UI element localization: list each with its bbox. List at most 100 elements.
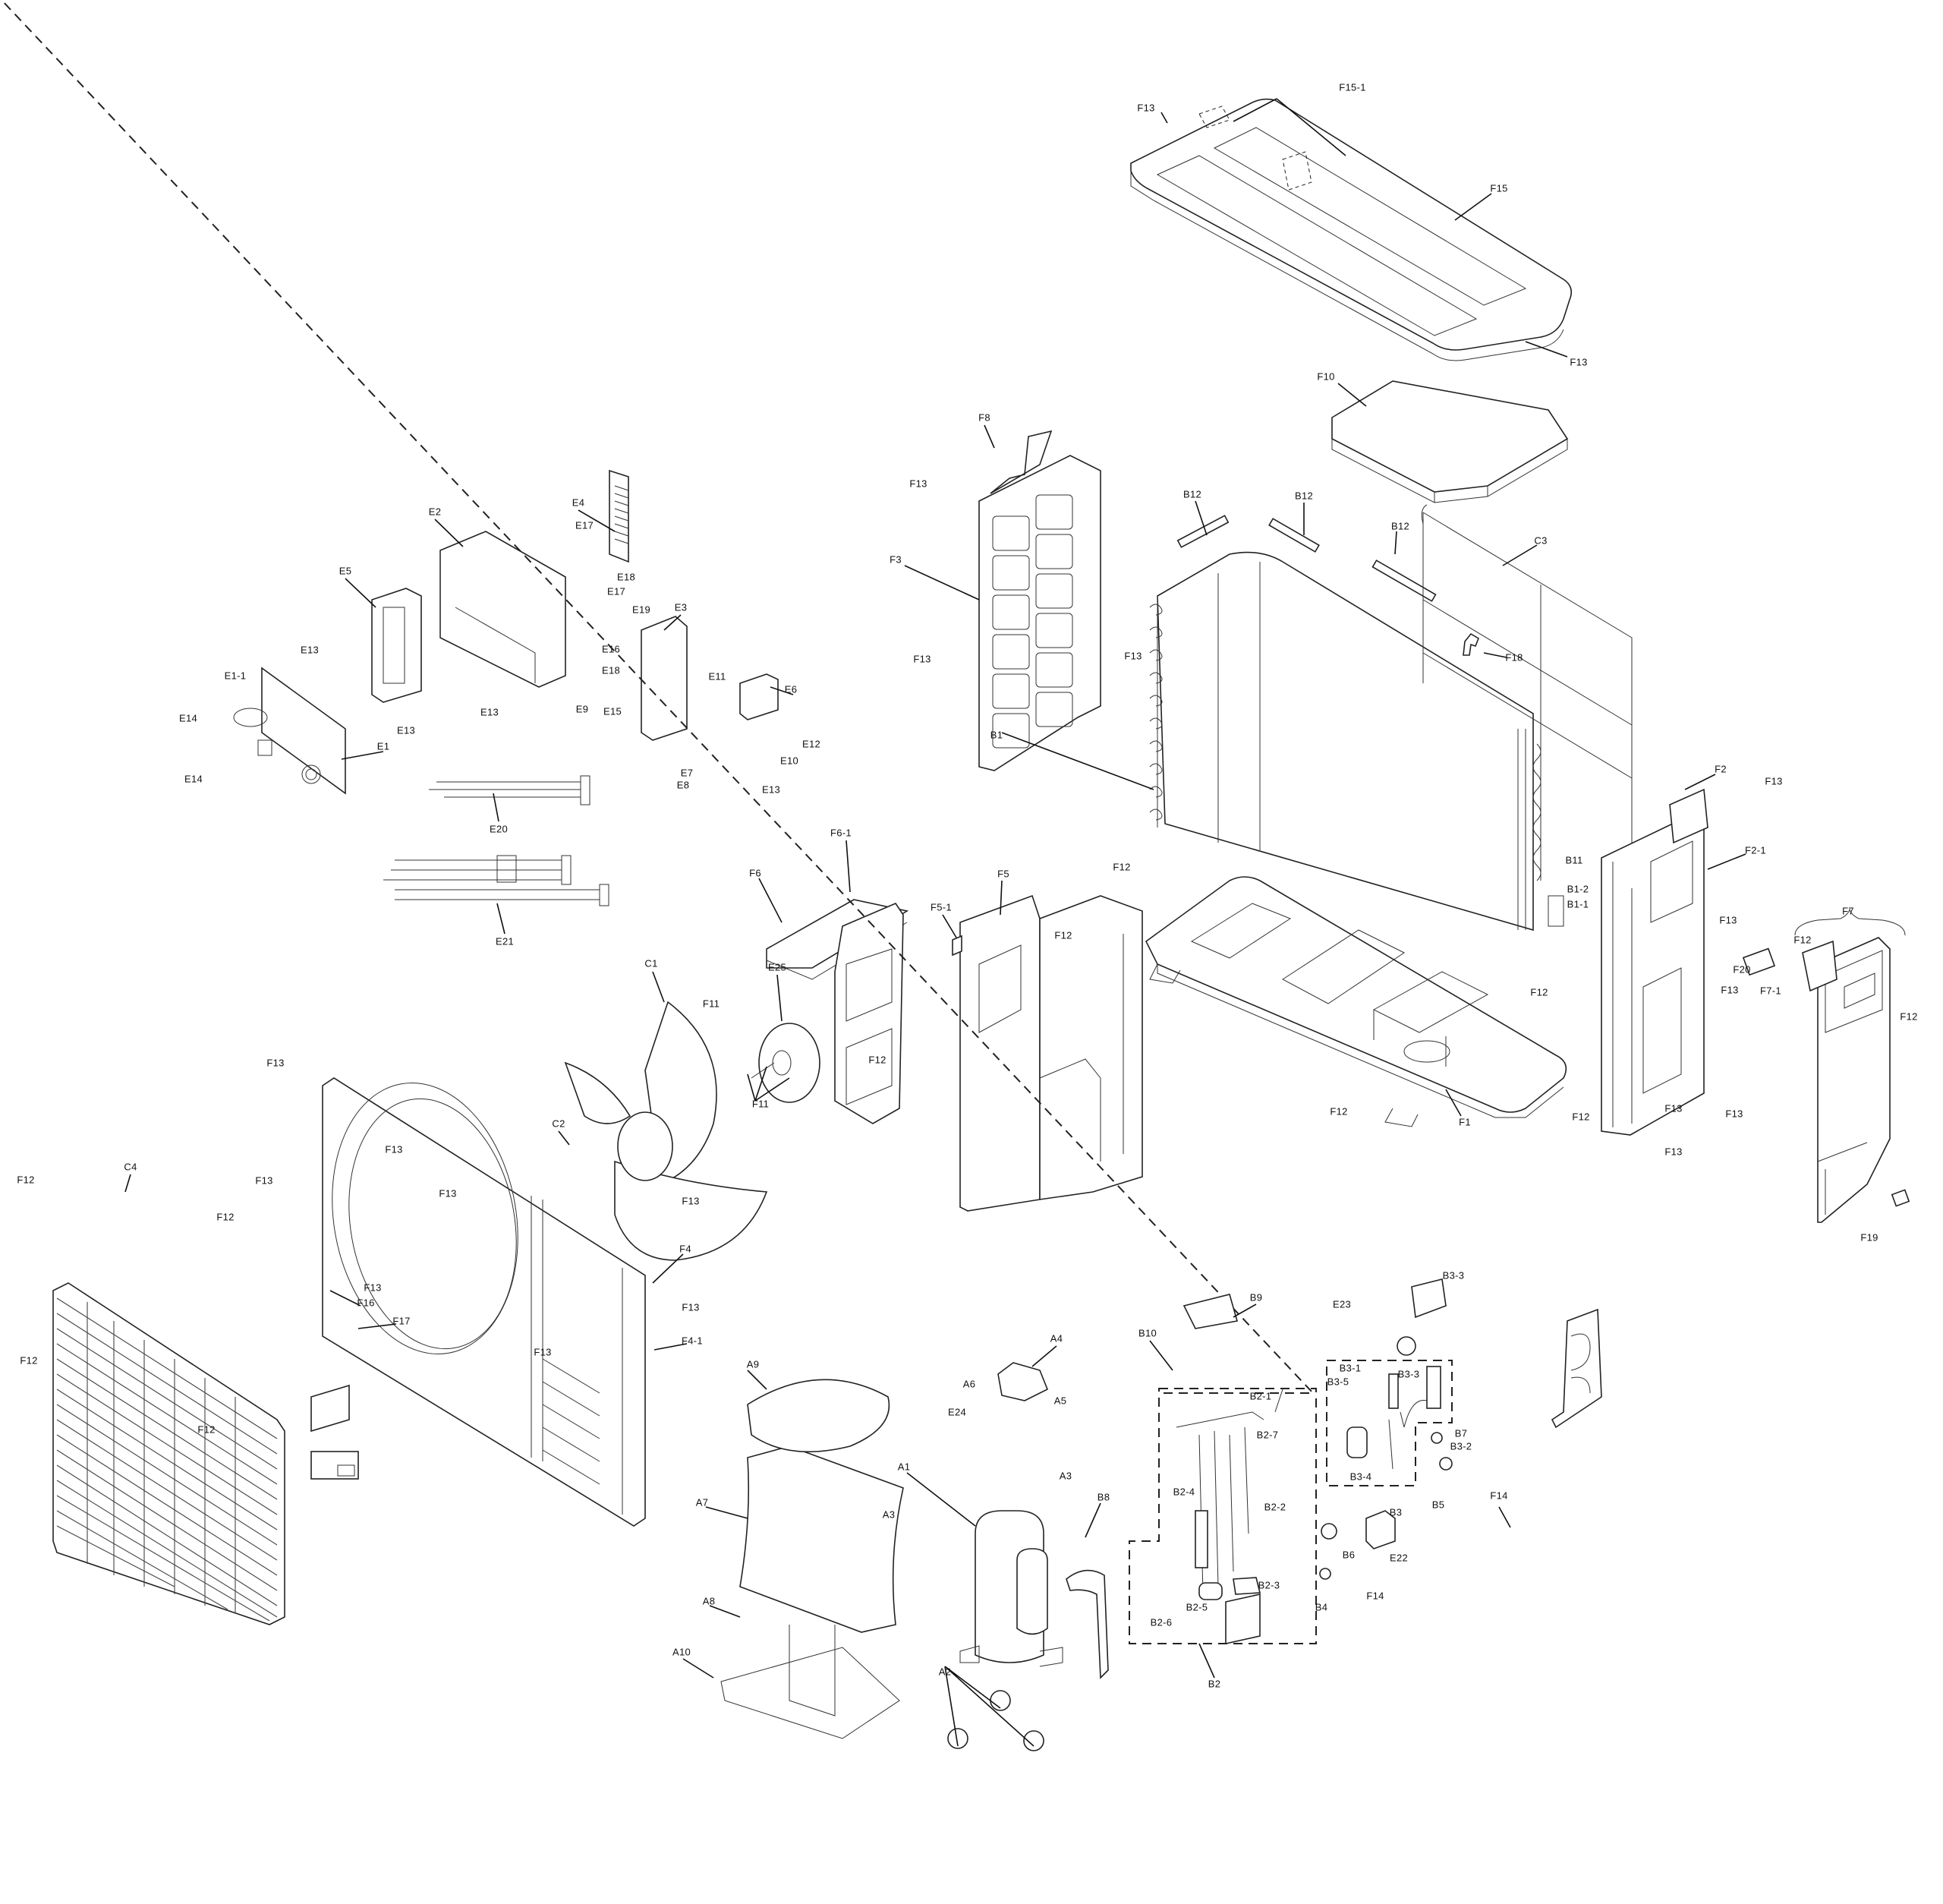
callout-label: F13 [1719, 914, 1737, 926]
nameplate-f17 [310, 1451, 359, 1480]
callout-label: F13 [364, 1281, 382, 1294]
callout-label: F5-1 [931, 901, 952, 913]
group-boundary-b2-outline [1129, 1388, 1317, 1644]
callout-label: E8 [676, 779, 690, 791]
callout-label: F12 [197, 1423, 216, 1436]
callout-label: B3-3 [1397, 1368, 1420, 1380]
callout-label: F13 [1664, 1146, 1683, 1158]
callout-label: E14 [178, 712, 198, 724]
callout-label: C3 [1534, 534, 1548, 547]
callout-label: F7-1 [1760, 985, 1781, 997]
callout-label: E6 [784, 683, 798, 695]
callout-label: A2 [938, 1666, 952, 1678]
callout-label: E17 [606, 585, 626, 597]
callout-label: B7 [1454, 1427, 1468, 1439]
electrical-box-e2 [439, 531, 566, 688]
side-plate-f2 [1601, 788, 1708, 1136]
callout-label: B2-7 [1256, 1429, 1279, 1441]
callout-label: E19 [631, 604, 651, 616]
callout-label: B12 [1294, 490, 1314, 502]
callout-label: F13 [439, 1187, 457, 1199]
callout-label: E10 [779, 755, 799, 767]
callout-label: F13 [682, 1301, 700, 1313]
callout-label: B1-2 [1567, 883, 1589, 895]
callout-label: B3-5 [1327, 1376, 1349, 1388]
piping-b3-1 [1346, 1366, 1441, 1470]
callout-label: B3 [1389, 1506, 1403, 1518]
callout-label: E4 [572, 496, 585, 509]
callout-label: F12 [17, 1174, 35, 1186]
callout-label: F14 [1366, 1590, 1384, 1602]
top-panel-f15 [1130, 98, 1572, 361]
wire-harness-e20 [429, 775, 590, 805]
callout-label: F8 [978, 411, 990, 424]
callout-label: F7 [1842, 905, 1854, 917]
motor-bracket-f6 [766, 899, 909, 1124]
callout-label: B2-3 [1258, 1579, 1280, 1591]
callout-label: B2-1 [1249, 1390, 1272, 1402]
decal-f16 [310, 1384, 350, 1433]
callout-label: E22 [1389, 1552, 1409, 1564]
callout-label: B10 [1138, 1327, 1157, 1339]
callout-label: E20 [489, 823, 509, 835]
callout-label: A6 [962, 1378, 976, 1390]
callout-label: F16 [357, 1297, 375, 1309]
heat-sink-e4 [609, 469, 629, 563]
callout-label: F12 [1572, 1111, 1590, 1123]
callout-label: B3-1 [1339, 1362, 1362, 1374]
callout-label: C4 [124, 1161, 137, 1173]
compressor-a1 [959, 1510, 1063, 1667]
callout-label: F13 [534, 1346, 552, 1358]
callout-label: F12 [1530, 986, 1548, 998]
callout-label: F4-1 [682, 1335, 703, 1347]
callout-label: B5 [1431, 1499, 1445, 1511]
callout-label: B9 [1249, 1291, 1263, 1303]
callout-label: E13 [300, 644, 320, 656]
callout-label: E17 [575, 519, 594, 531]
callout-label: F13 [682, 1195, 700, 1207]
callout-label: F1 [1459, 1116, 1471, 1128]
bracket-e5 [371, 588, 422, 703]
callout-label: F20 [1733, 963, 1751, 976]
callout-label: F17 [392, 1315, 411, 1327]
callout-label: F13 [1570, 356, 1588, 368]
callout-label: B1-1 [1567, 898, 1589, 910]
callout-label: B1 [990, 729, 1003, 741]
callout-label: E24 [947, 1406, 967, 1418]
callout-label: E13 [480, 706, 499, 718]
rubber-mounts-a2 [947, 1690, 1044, 1751]
callout-label: E14 [184, 773, 203, 785]
callout-label: C2 [552, 1117, 565, 1130]
callout-label: F12 [1330, 1105, 1348, 1117]
callout-label: E13 [761, 783, 781, 796]
callout-label: F6-1 [830, 827, 852, 839]
bracket-f9 [1551, 1308, 1602, 1429]
callout-label: F13 [913, 653, 931, 665]
callout-label: F13 [1124, 650, 1142, 662]
callout-label: E23 [1332, 1298, 1352, 1310]
heat-exchanger-coil-b1 [1149, 515, 1564, 932]
callout-label: A4 [1050, 1332, 1063, 1344]
group-boundary-b3-outline [1326, 1360, 1453, 1486]
wire-harness-e21 [383, 855, 609, 906]
callout-label: E3 [674, 601, 688, 613]
piping-b2-1 [1176, 1389, 1283, 1595]
small-parts [1182, 1278, 1453, 1644]
pcb-e1 [233, 667, 346, 795]
callout-label: B11 [1565, 854, 1583, 866]
insulation-panel-f10 [1331, 380, 1569, 503]
callout-label: A5 [1053, 1395, 1067, 1407]
callout-label: E1 [376, 740, 390, 752]
callout-label: F12 [1793, 934, 1812, 946]
callout-label: B2-2 [1264, 1501, 1286, 1513]
callout-label: A3 [1059, 1470, 1072, 1482]
callout-label: A10 [672, 1646, 691, 1658]
callout-label: E13 [396, 724, 416, 736]
callout-label: F3 [890, 553, 902, 566]
sound-jacket-a7 [720, 1379, 904, 1739]
callout-label: F10 [1317, 370, 1335, 383]
propeller-fan-c1 [564, 1001, 768, 1261]
base-pan-f1 [1145, 876, 1567, 1127]
callout-label: B8 [1097, 1491, 1110, 1503]
